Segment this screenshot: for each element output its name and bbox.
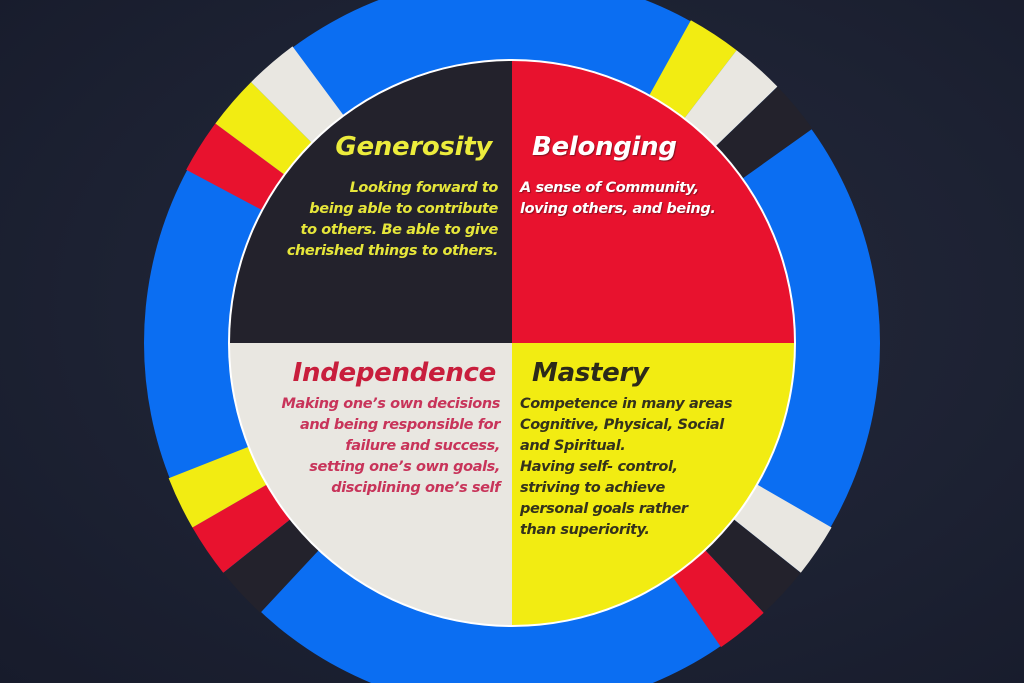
ring-band-south-west-yellow-stripe <box>168 445 270 528</box>
ring-band-north-west-white-stripe <box>251 46 346 146</box>
ring-band-south-east-red-stripe <box>670 547 764 648</box>
ring-band-south-west-black-stripe <box>223 517 322 613</box>
mastery-title: Mastery <box>532 358 649 388</box>
quadrant-generosity-fill <box>230 61 512 343</box>
quadrant-generosity: Generosity Looking forward to being able… <box>262 132 499 262</box>
quadrant-mastery-fill <box>512 343 794 625</box>
generosity-title: Generosity <box>335 132 492 162</box>
ring-band-south-east-white-stripe <box>731 483 832 573</box>
quadrant-belonging: Belonging A sense of Community, loving o… <box>520 132 760 220</box>
belonging-title: Belonging <box>532 132 677 162</box>
ring-band-north-west-yellow-stripe <box>215 82 315 177</box>
quadrant-mastery: Mastery Competence in many areas Cogniti… <box>520 358 780 541</box>
ring-bands <box>168 20 832 648</box>
ring-band-north-east-black-stripe <box>713 86 813 181</box>
quadrant-belonging-fill <box>512 61 794 343</box>
quadrant-independence: Independence Making one’s own decisions … <box>244 358 500 499</box>
quadrant-independence-fill <box>230 343 512 625</box>
generosity-description: Looking forward to being able to contrib… <box>286 180 499 259</box>
independence-title: Independence <box>292 358 497 388</box>
independence-description: Making one’s own decisions and being res… <box>281 396 500 496</box>
ring-band-north-east-white-stripe <box>682 50 778 149</box>
inner-circle-quadrants <box>228 59 796 627</box>
mastery-description: Competence in many areas Cognitive, Phys… <box>520 396 733 538</box>
ring-band-north-west-red-stripe <box>186 123 287 212</box>
ring-band-south-east-black-stripe <box>702 517 801 613</box>
ring-band-south-west-red-stripe <box>192 483 293 573</box>
ring-band-north-east-yellow-stripe <box>647 20 737 121</box>
belonging-description: A sense of Community, loving others, and… <box>520 180 716 217</box>
